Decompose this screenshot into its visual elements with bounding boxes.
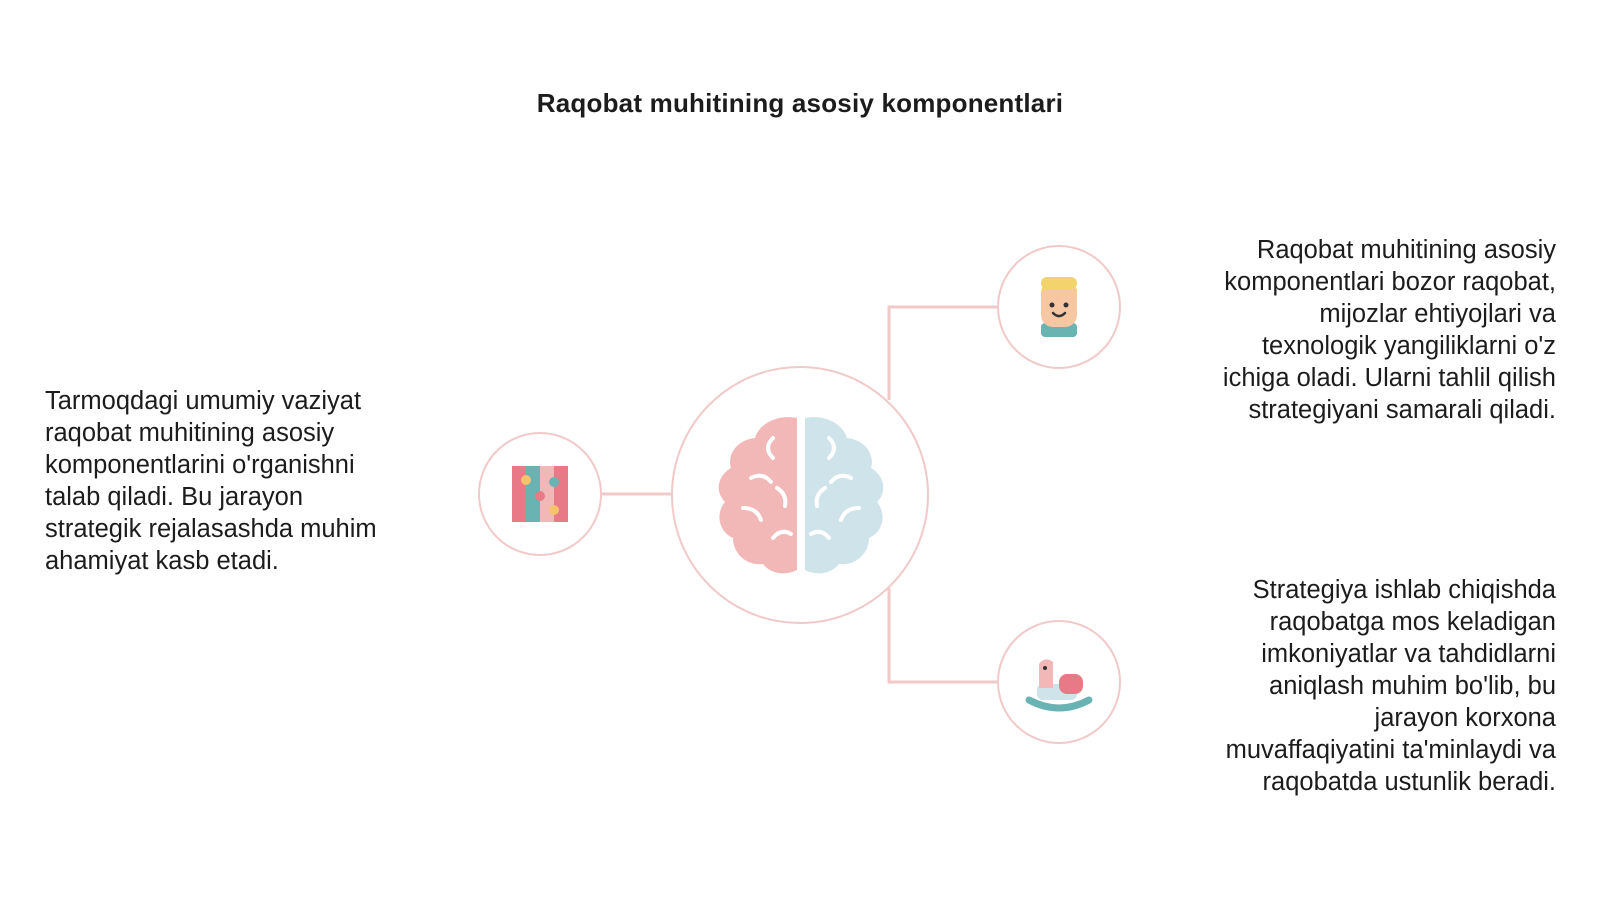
center-node bbox=[671, 366, 929, 624]
left-node bbox=[478, 432, 602, 556]
top-right-node bbox=[997, 245, 1121, 369]
connector-top-right bbox=[887, 305, 997, 400]
top-right-node-text: Raqobat muhitining asosiy komponentlari … bbox=[1222, 236, 1556, 424]
brain-icon bbox=[718, 417, 884, 574]
left-node-text: Tarmoqdagi umumiy vaziyat raqobat muhiti… bbox=[45, 387, 377, 575]
puzzle-blocks-icon bbox=[512, 466, 568, 522]
bottom-right-node bbox=[997, 620, 1121, 744]
person-avatar-icon bbox=[1041, 277, 1077, 337]
connector-bottom-right bbox=[887, 588, 997, 684]
rocking-horse-icon bbox=[1025, 659, 1093, 712]
diagram-title: Raqobat muhitining asosiy komponentlari bbox=[536, 88, 1064, 118]
bottom-right-node-text: Strategiya ishlab chiqishda raqobatga mo… bbox=[1225, 576, 1556, 796]
